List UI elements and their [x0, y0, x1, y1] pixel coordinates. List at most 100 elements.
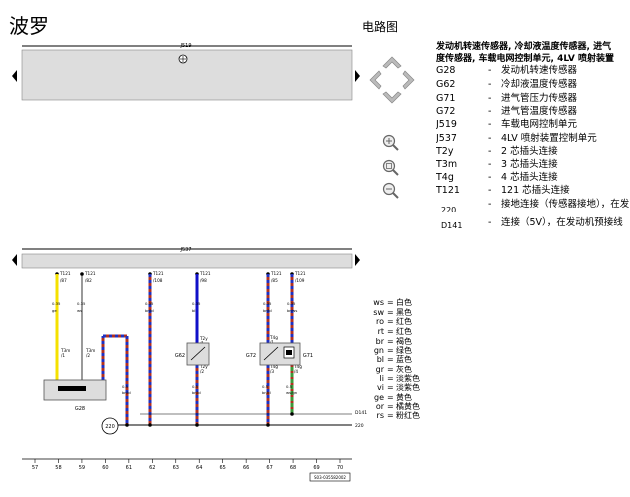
color-key-name: 褐色 [396, 337, 412, 346]
legend-item: G62-冷却液温度传感器 [436, 79, 578, 90]
right-label-220: 220 [355, 423, 364, 429]
plug-pin: /1 [270, 340, 274, 345]
pan-right-arrow-icon[interactable] [402, 70, 415, 90]
color-key-code: sw [373, 308, 384, 317]
wire-color-code: br/bl [145, 308, 154, 313]
legend-code: G71 [436, 93, 456, 104]
connector-number: /87 [60, 278, 67, 283]
legend-heading: 发动机转速传感器, 冷却液温度传感器, 进气 度传感器, 车载电网控制单元, 4… [436, 41, 630, 65]
doc-number: S03-035582002 [314, 475, 346, 480]
color-key-code: ro [375, 317, 384, 326]
color-key-name: 淡紫色 [396, 374, 420, 383]
legend-code: 220 [441, 206, 457, 212]
zoom-fit-icon[interactable] [382, 159, 399, 176]
plug-label: T2y [199, 336, 208, 341]
connector-label: T121 [59, 271, 71, 276]
legend-desc: 4LV 喷射装置控制单元 [501, 133, 597, 144]
component-label-g28: G28 [75, 406, 85, 412]
legend-code: J537 [436, 133, 457, 144]
component-label-g72: G72 [246, 353, 256, 359]
legend-code: T3m [436, 159, 458, 170]
wire-color-code: br/bl [192, 390, 201, 395]
plug-pin: /2 [86, 353, 90, 358]
zoom-in-icon[interactable] [382, 134, 399, 151]
legend-code: D141 [441, 221, 463, 230]
plug-pin: /4 [294, 369, 298, 374]
color-key-item: rt=红色 [366, 327, 426, 337]
legend-code: G72 [436, 106, 456, 117]
legend-heading-line-2: 度传感器, 车载电网控制单元, 4LV 喷射装置 [436, 54, 614, 64]
pan-down-arrow-icon[interactable] [382, 91, 402, 104]
wire-color-code: br/bl [263, 308, 272, 313]
connector-label: T121 [199, 271, 211, 276]
legend-code: J519 [436, 119, 457, 130]
color-key-code: gn [373, 346, 384, 355]
color-key-code: bl [376, 355, 384, 364]
legend-code: T2y [436, 146, 454, 157]
column-number: 57 [32, 465, 38, 471]
prev-page-arrow-bottom[interactable] [12, 254, 17, 266]
plug-label: T3m [85, 348, 95, 353]
color-key-item: sw=黑色 [366, 308, 426, 318]
legend-desc: 发动机转速传感器 [501, 65, 578, 76]
wire-size: 0.35 [287, 301, 296, 306]
color-key-name: 淡紫色 [396, 383, 420, 392]
section-label: 电路图 [362, 20, 399, 34]
component-g72-g71: G72 G71 [246, 342, 313, 366]
color-key-code: ge [374, 393, 384, 402]
legend-heading-line-1: 发动机转速传感器, 冷却液温度传感器, 进气 [436, 42, 612, 52]
color-key-code: gr [375, 365, 384, 374]
pan-tool [369, 56, 415, 104]
doc-number-box [309, 472, 351, 482]
column-number: 67 [266, 465, 272, 471]
next-page-arrow-top[interactable] [355, 70, 360, 82]
connector-number: /108 [153, 278, 163, 283]
top-unit-label: J519 [179, 43, 191, 49]
wire-size: 0.5 [122, 384, 129, 389]
legend-desc: 3 芯插头连接 [501, 159, 558, 170]
connector-label: T121 [270, 271, 282, 276]
pan-left-arrow-icon[interactable] [369, 70, 382, 90]
component-label-g71: G71 [303, 353, 313, 359]
plug-pin: /1 [61, 353, 65, 358]
color-key-name: 灰色 [396, 365, 412, 374]
connector-label: T121 [294, 271, 306, 276]
connector-number: /85 [271, 278, 278, 283]
wire-size: 0.35 [145, 301, 154, 306]
color-key-code: ws [373, 298, 384, 307]
color-key-item: gr=灰色 [366, 365, 426, 375]
wire-size: 0.35 [52, 301, 61, 306]
bottom-unit: J537 [21, 247, 353, 269]
legend-item: T121-121 芯插头连接 [436, 185, 570, 196]
color-key-code: rs [376, 411, 384, 420]
wire-color-code: bl [192, 308, 195, 313]
color-key-item: rs=粉红色 [366, 411, 426, 421]
column-number: 61 [126, 465, 132, 471]
plug-label: T2y [199, 364, 208, 369]
component-g28: G28 [43, 379, 107, 412]
legend-desc: 接地连接（传感器接地），在发 [501, 199, 630, 210]
color-key-name: 粉红色 [396, 411, 420, 420]
plug-label: T3m [60, 348, 70, 353]
legend-item: T4g-4 芯插头连接 [436, 172, 558, 183]
connector-number: /109 [295, 278, 305, 283]
legend-item: G71-进气管压力传感器 [436, 93, 578, 104]
wire-size: 0.35 [192, 301, 201, 306]
legend-desc: 2 芯插头连接 [501, 146, 558, 157]
bottom-unit-panel [21, 253, 353, 269]
color-key-code: rt [377, 327, 384, 336]
wire-size: 0.5 [286, 384, 293, 389]
color-key-code: li [379, 374, 384, 383]
pan-up-arrow-icon[interactable] [382, 56, 402, 69]
color-key-name: 绿色 [396, 346, 412, 355]
prev-page-arrow-top[interactable] [12, 70, 17, 82]
next-page-arrow-bottom[interactable] [355, 254, 360, 266]
top-unit: J519 [21, 43, 353, 101]
legend-item: 220-接地连接（传感器接地），在发 [436, 198, 630, 212]
plug-label: T4g [269, 364, 278, 369]
legend-code: G62 [436, 79, 456, 90]
zoom-out-icon[interactable] [382, 182, 399, 199]
legend-item: J537-4LV 喷射装置控制单元 [436, 133, 597, 144]
